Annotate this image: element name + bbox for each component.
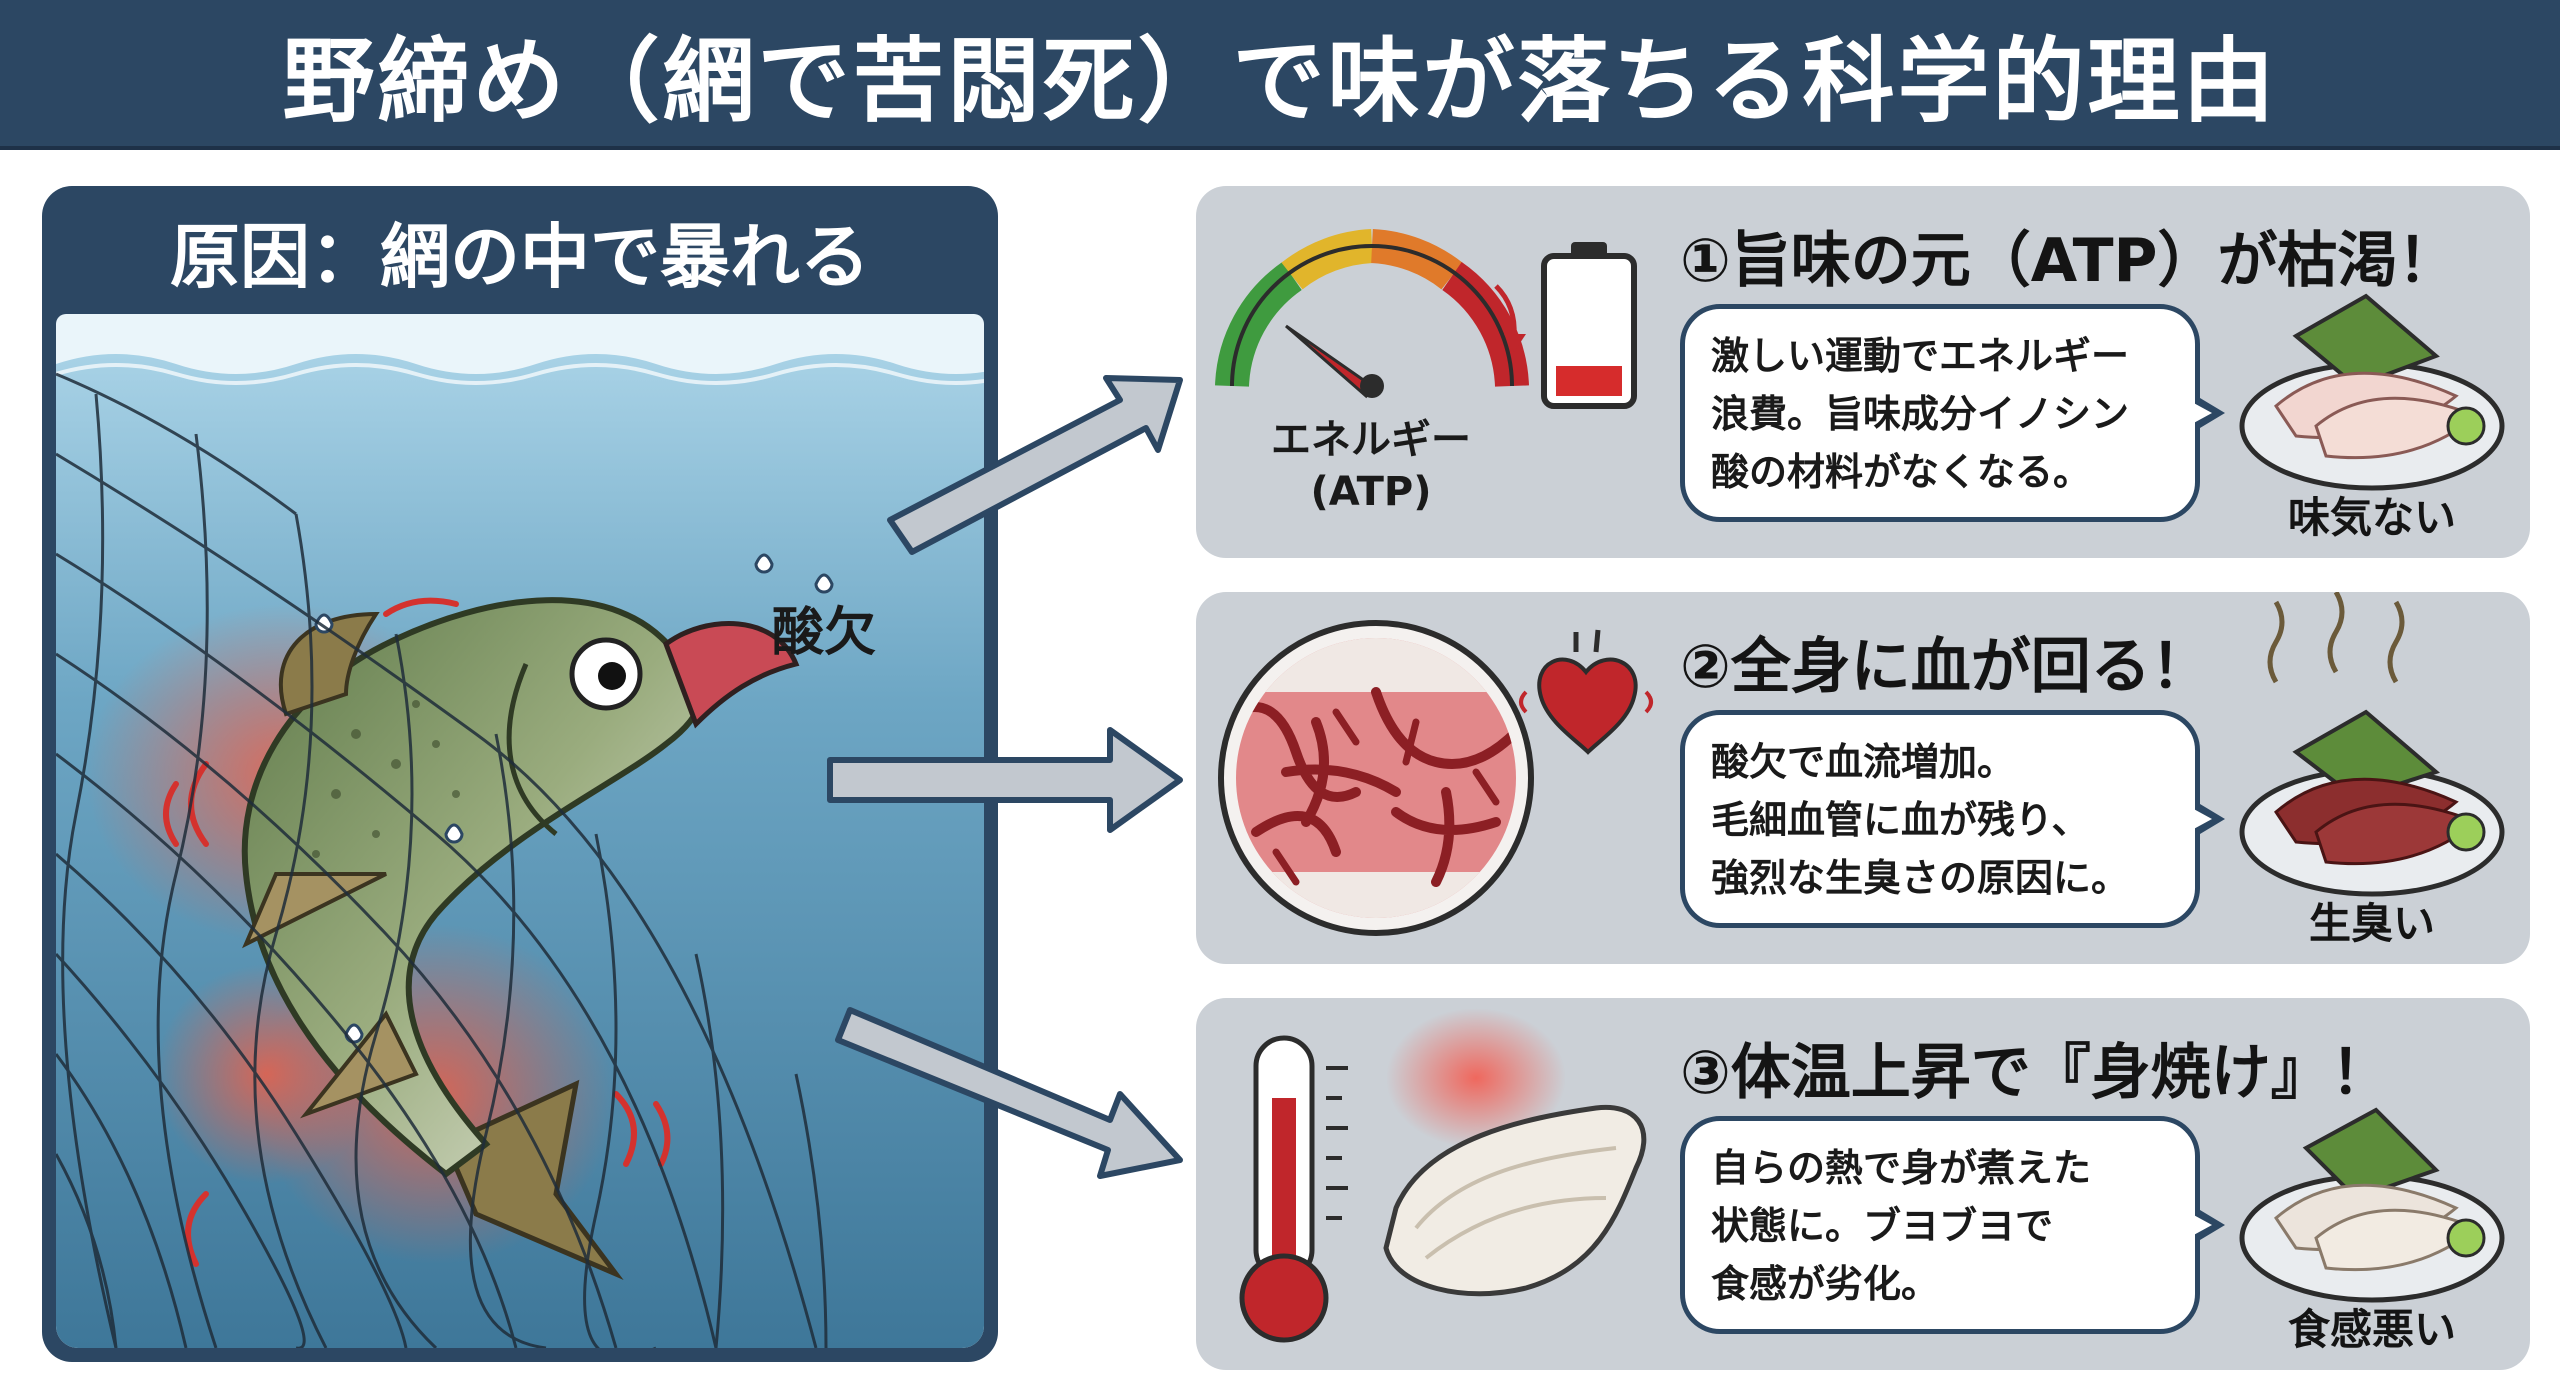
sashimi-icon [2239,293,2505,491]
effect-heading: ③体温上昇で『身焼け』！ [1680,1037,2391,1108]
effect-card-blood: ②全身に血が回る！ 酸欠で血流増加。 毛細血管に血が残り、 強烈な生臭さの原因に… [1196,592,2530,964]
blood-vessel-icon [1218,620,1534,936]
effect-heading: ②全身に血が回る！ [1680,631,2211,702]
underwater-scene [56,314,984,1348]
steam-icon [2267,592,2405,684]
effect-heading: ①旨味の元（ATP）が枯渇！ [1680,225,2458,296]
result-label: 味気ない [2287,493,2456,542]
title-banner: 野締め（網で苦悶死）で味が落ちる科学的理由 [0,0,2560,150]
gauge-label: エネルギー (ATP) [1271,417,1471,515]
result-label: 生臭い [2308,899,2435,948]
cause-title: 原因：網の中で暴れる [170,215,870,298]
page-title: 野締め（網で苦悶死）で味が落ちる科学的理由 [282,27,2278,135]
effect-card-heat: ③体温上昇で『身焼け』！ 自らの熱で身が煮えた 状態に。ブヨブヨで 食感が劣化。… [1196,998,2530,1370]
sashimi-icon [2239,1107,2505,1303]
sashimi-icon [2239,709,2505,897]
effect-card-atp: エネルギー (ATP) ①旨味の元（ATP）が枯渇！ 激しい運動でエネルギー 浪… [1196,186,2530,558]
gauge-icon [1215,229,1529,399]
thermometer-icon [1239,1035,1348,1343]
net-icon [56,372,828,1348]
battery-low-icon [1541,242,1637,409]
fillet-icon [1383,1104,1647,1297]
cause-panel: 原因：網の中で暴れる [42,186,998,1362]
explanation-bubble: 酸欠で血流増加。 毛細血管に血が残り、 強烈な生臭さの原因に。 [1680,710,2225,928]
oxygen-shortage-label: 酸欠 [772,603,877,663]
result-label: 食感悪い [2287,1305,2456,1354]
explanation-bubble: 激しい運動でエネルギー 浪費。旨味成分イノシン 酸の材料がなくなる。 [1680,304,2225,522]
heart-icon [1519,629,1653,755]
explanation-bubble: 自らの熱で身が煮えた 状態に。ブヨブヨで 食感が劣化。 [1680,1116,2225,1334]
